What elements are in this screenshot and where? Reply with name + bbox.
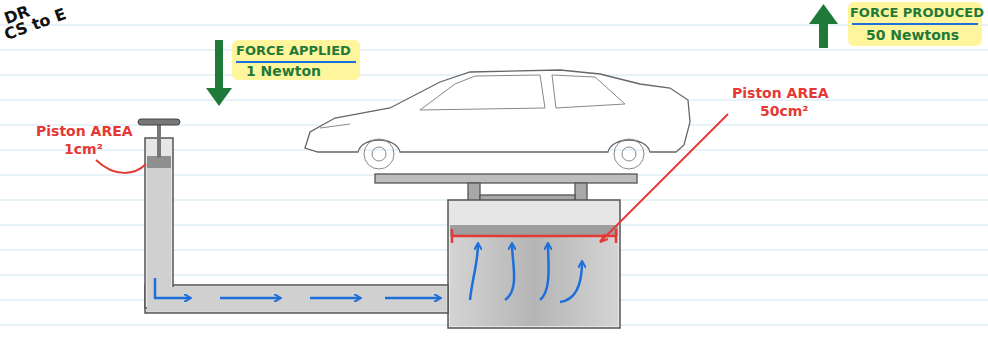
plunger-handle [138, 119, 180, 125]
force-value: 50 Newtons [866, 28, 959, 43]
force-label: FORCE PRODUCED [850, 6, 984, 20]
area-marker [452, 229, 616, 243]
pipe [145, 285, 448, 313]
force-arrow-down [206, 40, 232, 106]
part-label: Piston AREA [36, 124, 133, 139]
ruled-lines [0, 25, 988, 325]
plunger-rod [157, 124, 161, 158]
part-value: 50cm² [760, 104, 809, 119]
large-cylinder [448, 200, 620, 328]
force-arrow-up [809, 4, 838, 48]
hydraulic-fluid [450, 236, 618, 326]
leader-line [96, 114, 728, 242]
car-details [320, 75, 644, 169]
large-piston [450, 225, 618, 236]
force-value: 1 Newton [246, 64, 321, 79]
force-label: FORCE APPLIED [236, 44, 351, 58]
part-label: Piston AREA [732, 86, 829, 101]
pipe-fluid [147, 287, 446, 311]
underline [236, 24, 978, 62]
part-value: 1cm² [64, 142, 103, 157]
flow-arrows [155, 244, 582, 302]
lift-platform [375, 174, 637, 183]
